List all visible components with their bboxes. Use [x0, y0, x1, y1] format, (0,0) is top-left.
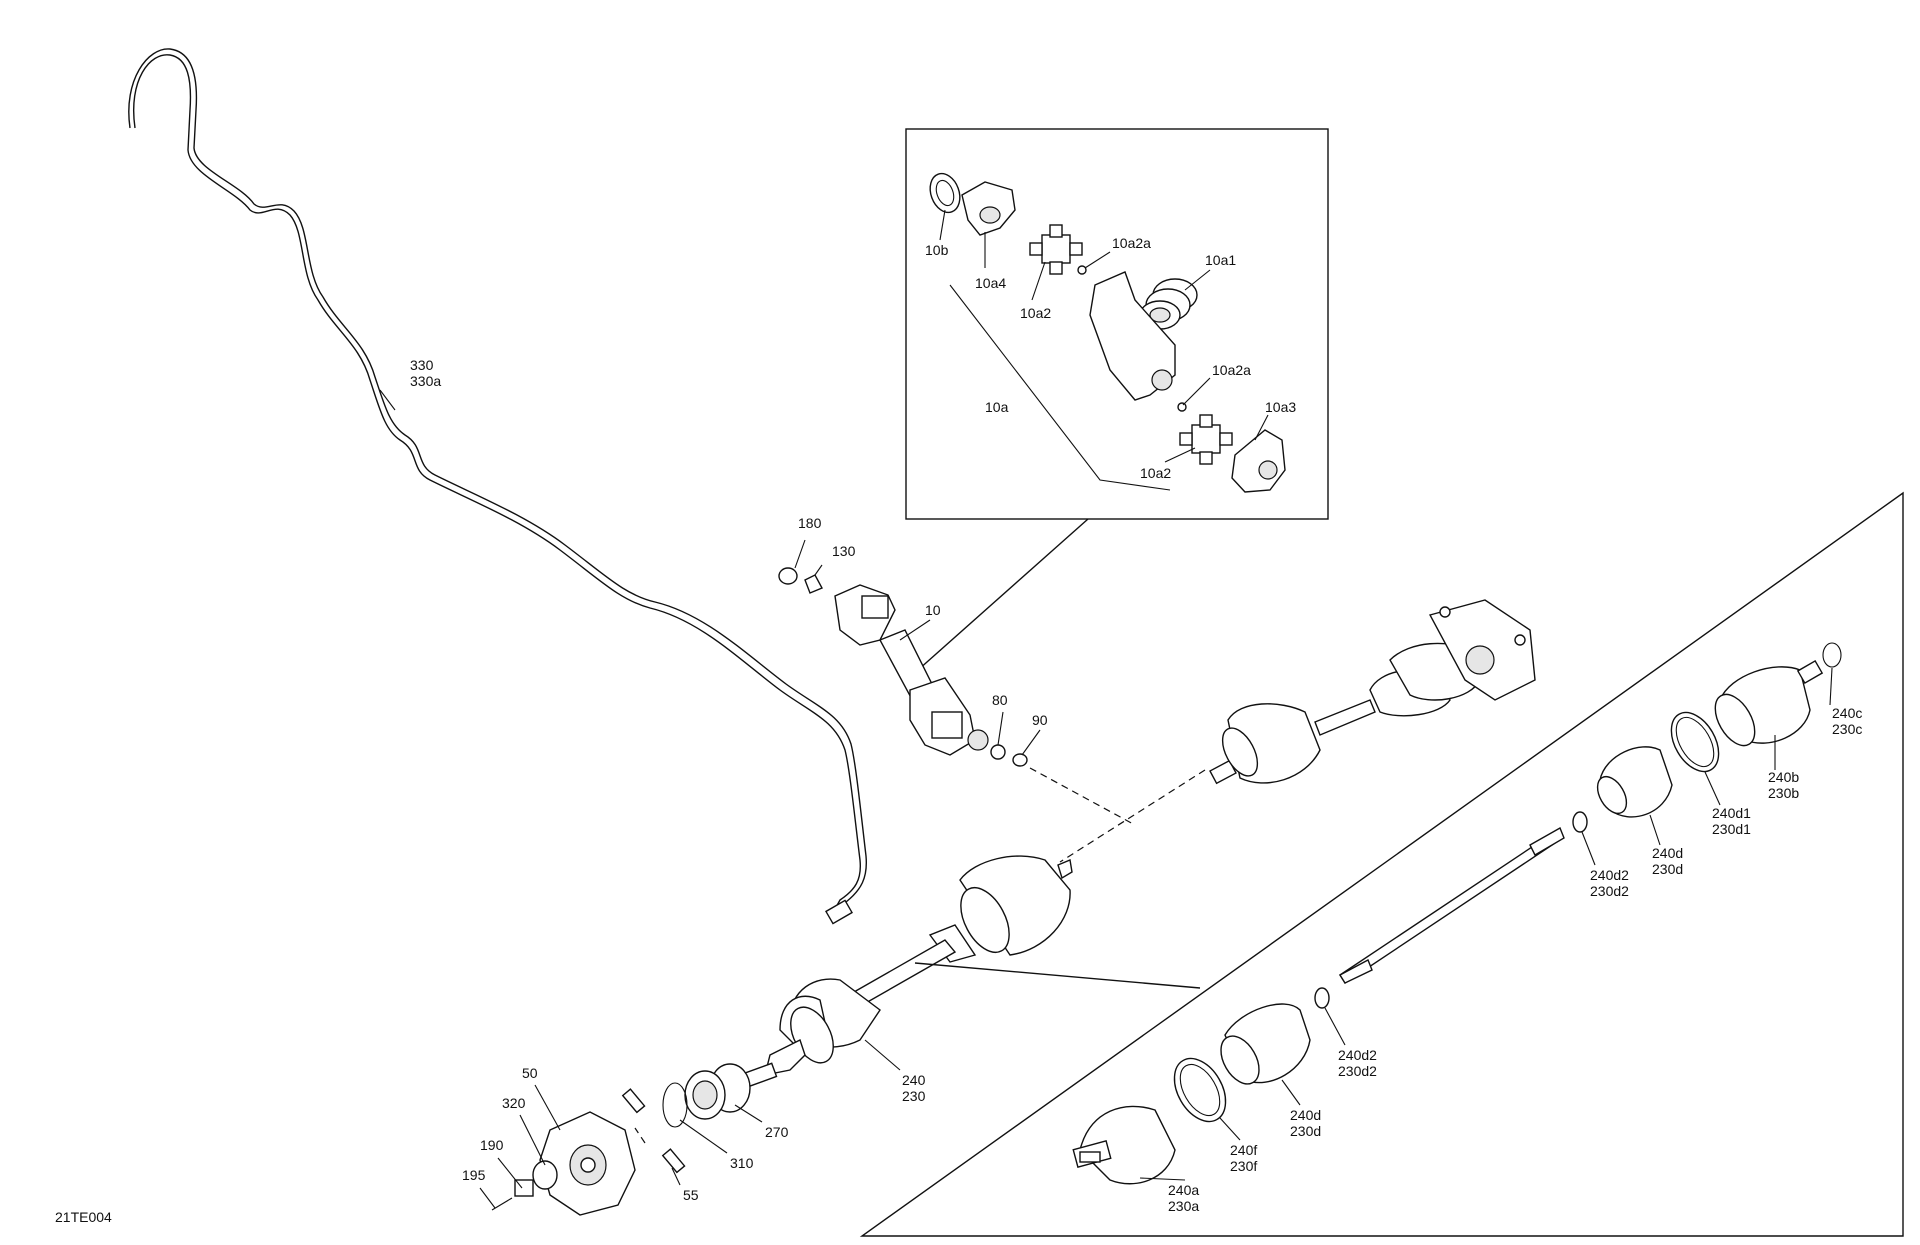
callout-10a4: 10a4	[975, 275, 1006, 291]
main-leaders	[379, 389, 1833, 1209]
callout-10a2a-top: 10a2a	[1112, 235, 1151, 251]
callout-240d-lower-line2: 230d	[1290, 1123, 1321, 1139]
callout-270: 270	[765, 1124, 789, 1140]
inset-leaders	[939, 209, 1269, 463]
callout-240b-line1: 240b	[1768, 769, 1799, 785]
callout-240-line1: 240	[902, 1072, 926, 1088]
callout-240d1-line2: 230d1	[1712, 821, 1751, 837]
callout-10a1: 10a1	[1205, 252, 1236, 268]
callout-50: 50	[522, 1065, 538, 1081]
callout-240d2-lower-line1: 240d2	[1338, 1047, 1377, 1063]
callout-10a: 10a	[985, 399, 1009, 415]
brake-line-fitting	[825, 899, 853, 925]
callout-240d-upper-line2: 230d	[1652, 861, 1683, 877]
exploded-section-leader	[914, 962, 1201, 989]
callout-240f-line2: 230f	[1230, 1158, 1257, 1174]
callout-240a-line2: 230a	[1168, 1198, 1199, 1214]
callout-90: 90	[1032, 712, 1048, 728]
callout-240d2-upper-line1: 240d2	[1590, 867, 1629, 883]
callout-240a-line1: 240a	[1168, 1182, 1199, 1198]
callout-10b: 10b	[925, 242, 949, 258]
callout-240d-upper-line1: 240d	[1652, 845, 1683, 861]
callout-180: 180	[798, 515, 822, 531]
exploded-drive-shaft-parts	[1072, 642, 1842, 1185]
propeller-shaft	[778, 567, 1028, 767]
callout-10a2a-bottom: 10a2a	[1212, 362, 1251, 378]
callout-240-line2: 230	[902, 1088, 926, 1104]
callout-240b-line2: 230b	[1768, 785, 1799, 801]
callout-240d1-line1: 240d1	[1712, 805, 1751, 821]
callout-10a2-bottom: 10a2	[1140, 465, 1171, 481]
callout-195: 195	[462, 1167, 486, 1183]
callout-240f-line1: 240f	[1230, 1142, 1257, 1158]
callout-330-line1: 330	[410, 357, 434, 373]
inset-parts	[929, 172, 1286, 493]
assembly-line-upper	[1029, 767, 1136, 826]
callout-10: 10	[925, 602, 941, 618]
callout-240c-line1: 240c	[1832, 705, 1862, 721]
callout-240c-line2: 230c	[1832, 721, 1862, 737]
assembly-line-mid	[1059, 769, 1206, 863]
exploded-section-frame	[859, 491, 1904, 1237]
callout-330-line2: 330a	[410, 373, 441, 389]
inset-leader	[917, 518, 1089, 671]
callout-190: 190	[480, 1137, 504, 1153]
assembly-line-lower	[634, 1127, 646, 1144]
lower-drive-shaft	[491, 855, 1073, 1216]
callout-240d2-lower-line2: 230d2	[1338, 1063, 1377, 1079]
callout-10a2-top: 10a2	[1020, 305, 1051, 321]
callout-240d2-upper-line2: 230d2	[1590, 883, 1629, 899]
callout-240d-lower-line1: 240d	[1290, 1107, 1321, 1123]
callout-10a3: 10a3	[1265, 399, 1296, 415]
callout-80: 80	[992, 692, 1008, 708]
brake-line	[128, 48, 868, 921]
callout-55: 55	[683, 1187, 699, 1203]
upper-drive-shaft	[1209, 599, 1536, 785]
inset-frame	[905, 128, 1329, 520]
diagram-code: 21TE004	[55, 1209, 112, 1225]
callout-labels: 21TE004 330 330a 10b 10a4 10a2 10a2a 10a…	[55, 235, 1862, 1225]
callout-130: 130	[832, 543, 856, 559]
callout-310: 310	[730, 1155, 754, 1171]
callout-320: 320	[502, 1095, 526, 1111]
